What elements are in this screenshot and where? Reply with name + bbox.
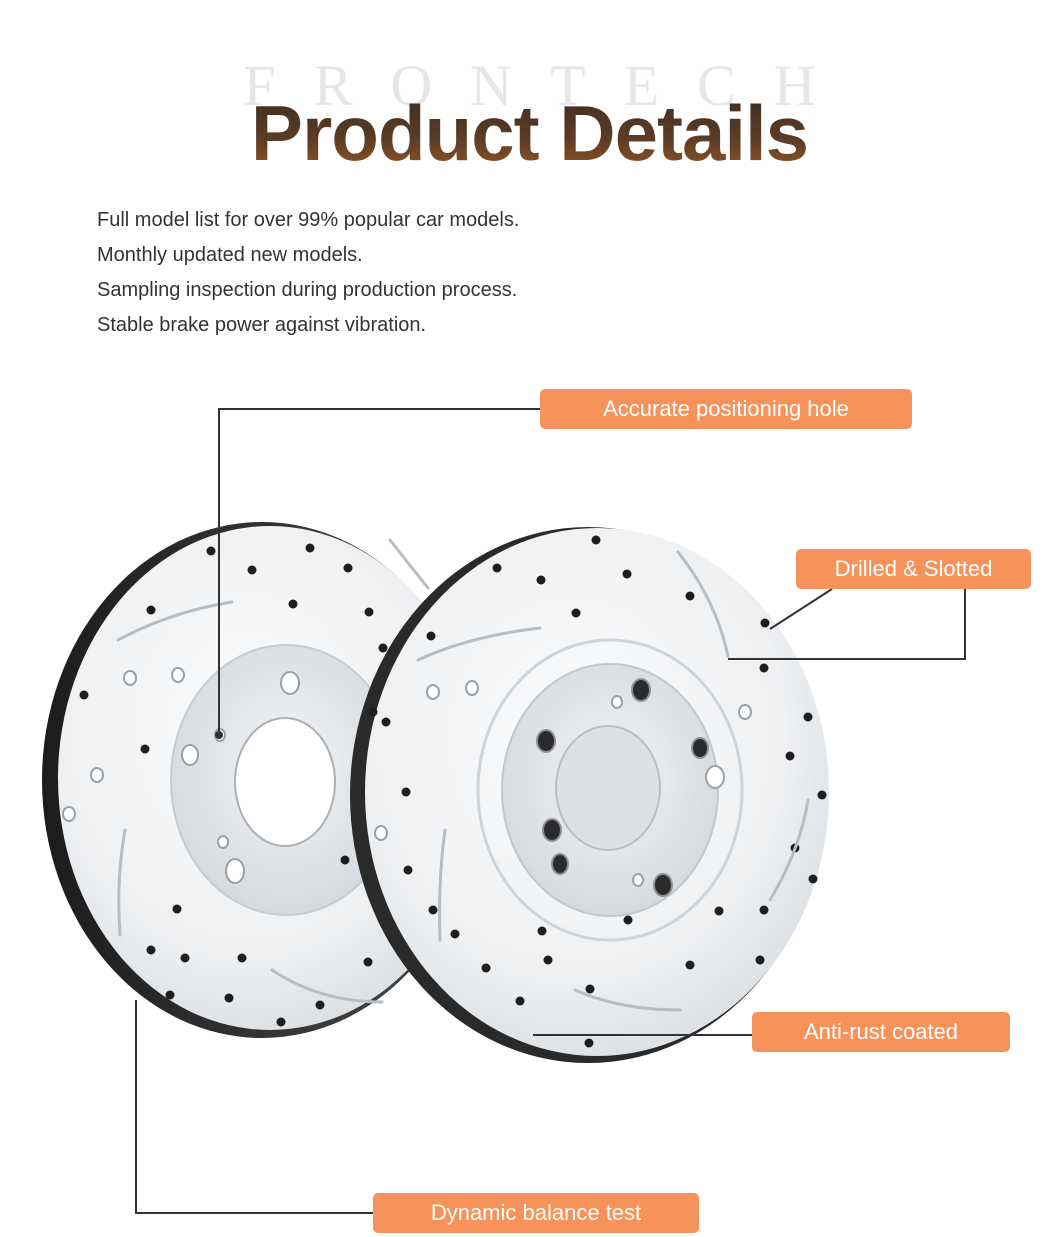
leader-drilled-slotted-hole [769,588,833,630]
leader-positioning-hole [218,408,540,731]
callout-positioning-hole: Accurate positioning hole [540,389,912,429]
callout-leader-lines [135,408,966,1214]
rear-brake-disc [42,522,482,1038]
leader-drilled-slotted [728,587,966,660]
front-disc-small-holes [374,680,752,887]
callout-anti-rust: Anti-rust coated [752,1012,1010,1052]
callout-balance-test: Dynamic balance test [373,1193,699,1233]
brand-watermark: FRONTECH [243,53,854,118]
page-title: Product Details [0,88,1059,178]
rear-disc-center-bore [234,717,336,847]
leader-balance-test [135,1000,373,1214]
front-disc-center [555,725,661,851]
front-disc-hat-rim [476,638,744,942]
feature-item: Monthly updated new models. [97,244,363,266]
rear-disc-slots [116,538,430,1004]
front-disc-slots [416,550,810,1012]
feature-list: Full model list for over 99% popular car… [97,203,519,343]
feature-item: Sampling inspection during production pr… [97,279,518,301]
callout-drilled-slotted: Drilled & Slotted [796,549,1031,589]
front-brake-disc [350,527,829,1063]
rear-disc-drilled-holes [79,543,374,1027]
front-disc-lug-holes [536,678,709,897]
front-disc-drilled-holes [368,535,827,1048]
rear-disc-lug-holes [62,667,300,884]
feature-item: Stable brake power against vibration. [97,314,427,336]
feature-item: Full model list for over 99% popular car… [97,209,520,231]
